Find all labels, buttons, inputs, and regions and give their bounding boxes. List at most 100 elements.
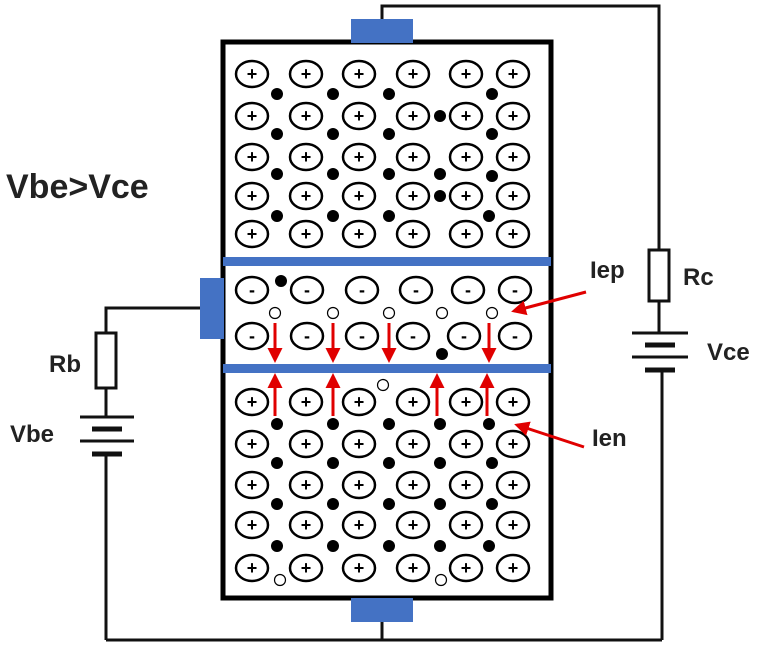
- acceptor-ion: -: [344, 321, 380, 351]
- donor-ion: +: [448, 219, 484, 249]
- svg-text:+: +: [461, 475, 472, 495]
- electron: [486, 457, 498, 469]
- battery-vbe: [80, 415, 134, 457]
- donor-ion: +: [395, 387, 431, 417]
- svg-text:+: +: [408, 106, 419, 126]
- donor-ion: +: [234, 142, 270, 172]
- donor-ion: +: [495, 219, 531, 249]
- collector-electrode: [351, 19, 413, 43]
- electron: [434, 457, 446, 469]
- donor-ion: +: [341, 142, 377, 172]
- donor-ion: +: [495, 553, 531, 583]
- svg-text:+: +: [354, 186, 365, 206]
- electron: [327, 418, 339, 430]
- svg-text:+: +: [508, 224, 519, 244]
- donor-ion: +: [395, 181, 431, 211]
- electron: [383, 457, 395, 469]
- svg-text:+: +: [301, 106, 312, 126]
- acceptor-ion: -: [497, 321, 533, 351]
- svg-text:-: -: [512, 280, 518, 300]
- svg-text:+: +: [301, 64, 312, 84]
- donor-ion: +: [288, 387, 324, 417]
- donor-ion: +: [234, 510, 270, 540]
- hole: [376, 378, 390, 392]
- svg-text:+: +: [508, 392, 519, 412]
- svg-text:+: +: [247, 434, 258, 454]
- donor-ion: +: [341, 59, 377, 89]
- svg-text:+: +: [508, 434, 519, 454]
- resistor-rc: [647, 248, 671, 303]
- svg-text:+: +: [247, 475, 258, 495]
- electron: [434, 168, 446, 180]
- svg-text:+: +: [354, 475, 365, 495]
- electron: [434, 110, 446, 122]
- svg-text:+: +: [247, 186, 258, 206]
- svg-text:+: +: [408, 224, 419, 244]
- donor-ion: +: [495, 510, 531, 540]
- donor-ion: +: [448, 553, 484, 583]
- hole: [485, 306, 499, 320]
- svg-text:+: +: [461, 515, 472, 535]
- electron: [271, 128, 283, 140]
- donor-ion: +: [341, 470, 377, 500]
- rc-label: Rc: [683, 264, 714, 291]
- donor-ion: +: [495, 429, 531, 459]
- svg-text:+: +: [408, 147, 419, 167]
- svg-text:-: -: [413, 280, 419, 300]
- electron: [271, 418, 283, 430]
- donor-ion: +: [288, 510, 324, 540]
- hole: [273, 573, 287, 587]
- donor-ion: +: [448, 470, 484, 500]
- svg-text:+: +: [408, 392, 419, 412]
- current-arrows: [267, 323, 497, 416]
- donor-ion: +: [234, 553, 270, 583]
- donor-ion: +: [448, 101, 484, 131]
- donor-ion: +: [448, 181, 484, 211]
- svg-text:-: -: [304, 280, 310, 300]
- donor-ion: +: [234, 429, 270, 459]
- donor-ion: +: [288, 101, 324, 131]
- electron: [383, 540, 395, 552]
- donor-ion: +: [288, 470, 324, 500]
- rb-label: Rb: [49, 351, 81, 378]
- donor-ion: +: [234, 101, 270, 131]
- acceptor-ion: -: [289, 321, 325, 351]
- acceptor-ion: -: [234, 275, 270, 305]
- electron: [383, 168, 395, 180]
- donor-ion: +: [495, 387, 531, 417]
- svg-text:+: +: [508, 515, 519, 535]
- svg-text:+: +: [508, 106, 519, 126]
- electron: [271, 457, 283, 469]
- donor-ion: +: [288, 553, 324, 583]
- donor-ion: +: [288, 181, 324, 211]
- battery-vce: [632, 331, 688, 373]
- electron: [383, 498, 395, 510]
- condition-label: Vbe>Vce: [6, 168, 149, 206]
- electron: [271, 210, 283, 222]
- circuit-wires: [104, 4, 664, 642]
- svg-text:+: +: [508, 475, 519, 495]
- donor-ion: +: [341, 553, 377, 583]
- acceptor-ion: -: [344, 275, 380, 305]
- svg-text:+: +: [247, 558, 258, 578]
- ien-pointer-arrow: [514, 421, 585, 449]
- donor-ion: +: [288, 429, 324, 459]
- svg-text:+: +: [247, 147, 258, 167]
- donor-ion: +: [395, 510, 431, 540]
- svg-text:+: +: [301, 558, 312, 578]
- donor-ion: +: [341, 181, 377, 211]
- svg-text:+: +: [301, 515, 312, 535]
- donor-ion: +: [341, 101, 377, 131]
- donor-ion: +: [234, 59, 270, 89]
- electron: [486, 128, 498, 140]
- acceptor-ion: -: [234, 321, 270, 351]
- svg-text:-: -: [249, 280, 255, 300]
- svg-text:+: +: [508, 64, 519, 84]
- electron: [483, 210, 495, 222]
- electron: [383, 88, 395, 100]
- electron: [271, 88, 283, 100]
- electron: [327, 128, 339, 140]
- svg-text:+: +: [301, 392, 312, 412]
- donor-ion: +: [495, 101, 531, 131]
- svg-text:-: -: [461, 326, 467, 346]
